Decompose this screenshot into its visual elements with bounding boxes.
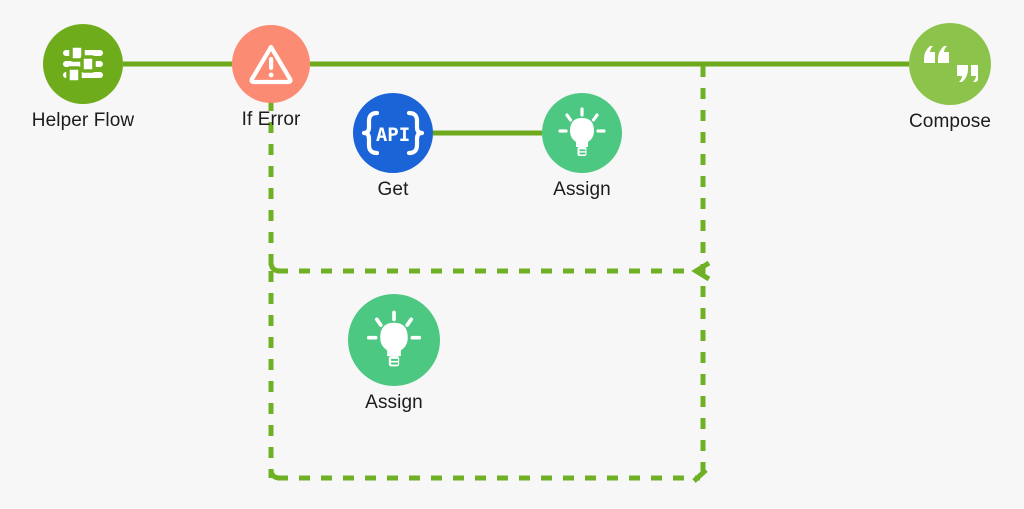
- assign-bottom-circle[interactable]: [348, 294, 440, 386]
- arrowhead-branch-top-return: [691, 260, 711, 282]
- quote-marks-icon: [924, 46, 978, 82]
- lightbulb-icon: [366, 310, 422, 367]
- node-compose[interactable]: Compose: [870, 23, 1024, 133]
- node-assign-top[interactable]: Assign: [502, 93, 662, 201]
- compose-circle[interactable]: [909, 23, 991, 105]
- assign-top-circle[interactable]: [542, 93, 622, 173]
- lightbulb-icon: [558, 107, 606, 156]
- corner-tick-bottom-right: [692, 468, 708, 483]
- node-if-error[interactable]: If Error: [191, 25, 351, 131]
- node-label-get: Get: [377, 179, 409, 200]
- node-get[interactable]: API Get: [313, 93, 473, 201]
- corner-tick-top-left: [268, 261, 281, 274]
- node-label-assign-top: Assign: [553, 179, 611, 200]
- node-label-if-error: If Error: [241, 109, 301, 130]
- warning-triangle-icon: [249, 44, 293, 85]
- api-braces-icon: API: [362, 110, 424, 156]
- if-error-circle[interactable]: [232, 25, 310, 103]
- node-helper-flow[interactable]: Helper Flow: [3, 24, 163, 132]
- node-assign-bottom[interactable]: Assign: [314, 294, 474, 414]
- node-label-compose: Compose: [908, 111, 992, 132]
- helper-flow-circle[interactable]: [43, 24, 123, 104]
- sliders-icon: [63, 44, 103, 84]
- corner-tick-bottom-left: [268, 468, 281, 481]
- api-label: API: [376, 124, 410, 146]
- get-circle[interactable]: API: [353, 93, 433, 173]
- node-label-helper-flow: Helper Flow: [31, 110, 135, 131]
- node-label-assign-bottom: Assign: [365, 392, 423, 413]
